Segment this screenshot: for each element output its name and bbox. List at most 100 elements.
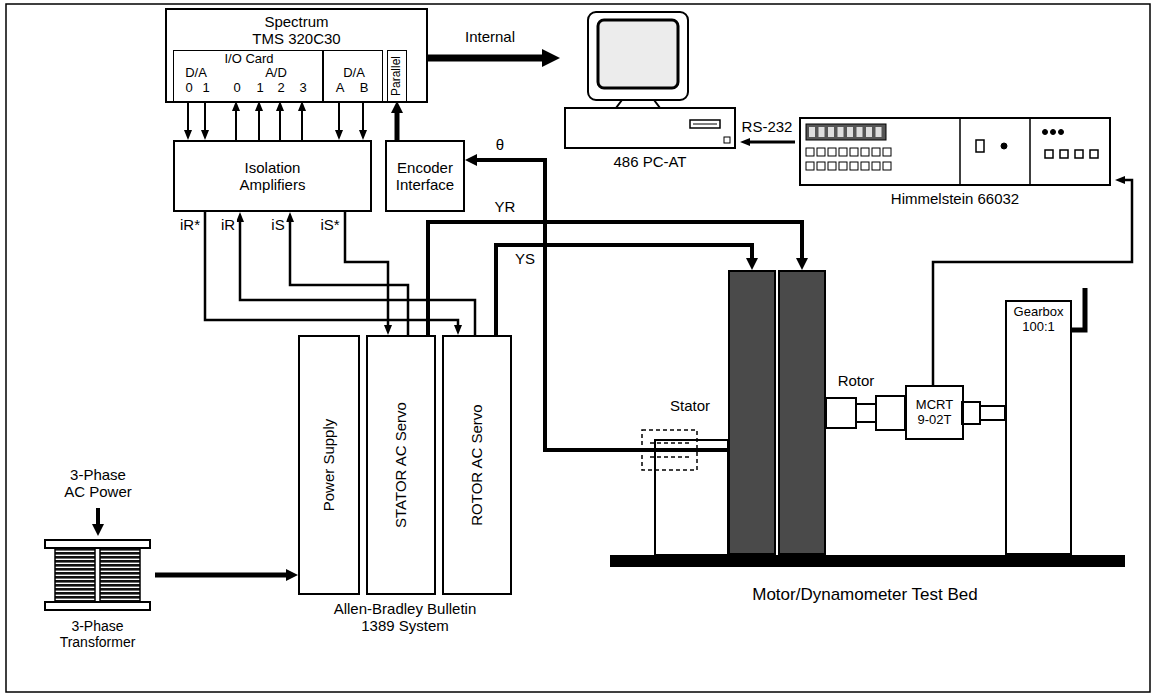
torque-meter-illustration (1001, 143, 1007, 149)
motor-test-bed (826, 398, 856, 428)
signal-line (496, 245, 752, 335)
io-card: I/O CardD/A01A/D0123 (173, 50, 323, 101)
box-label: Power Supply (320, 339, 337, 591)
motor-test-bed (650, 442, 690, 444)
signal-line (428, 55, 548, 62)
torque-meter-illustration (800, 118, 1110, 185)
power-source-label: 3-Phase AC Power (58, 466, 138, 501)
torque-meter-illustration (806, 148, 891, 170)
signal-line (362, 101, 364, 134)
torque-sensor: MCRT 9-02T (905, 385, 964, 440)
torque-meter-illustration (866, 127, 872, 137)
signal-line (345, 212, 388, 329)
torque-meter-illustration (872, 162, 880, 170)
signal-line (746, 141, 795, 144)
channel-number: B (360, 81, 369, 96)
parallel-port: Parallel (387, 50, 407, 101)
torque-meter-illustration (1029, 118, 1031, 185)
signal-label: iR* (178, 216, 202, 233)
signal-label: YS (513, 250, 537, 267)
torque-meter-illustration (883, 162, 891, 170)
torque-meter-illustration (861, 148, 869, 156)
channel-number: 0 (185, 81, 192, 96)
rotor-disc: Rotor (778, 270, 826, 555)
transformer-illustration (45, 602, 150, 610)
servo-drive: ROTOR AC Servo (442, 335, 512, 595)
torque-meter-illustration (839, 148, 847, 156)
signal-line (290, 218, 408, 335)
channel-number: A (336, 81, 345, 96)
box-label: 486 PC-AT (613, 153, 686, 170)
torque-meter-illustration (1045, 150, 1053, 158)
torque-meter-illustration (857, 127, 863, 137)
motor-test-bed (980, 406, 1005, 420)
computer-illustration (690, 120, 720, 128)
torque-meter-illustration (847, 127, 853, 137)
signal-line (204, 101, 206, 134)
box-label: Spectrum TMS 320C30 (249, 13, 344, 48)
dsp-board: Spectrum TMS 320C30I/O CardD/A01A/D0123D… (165, 8, 428, 103)
torque-meter-illustration (828, 127, 834, 137)
power-input-arrow (96, 508, 100, 528)
computer-illustration (565, 108, 735, 148)
box-label: Gearbox 100:1 (1010, 305, 1067, 335)
motor-test-bed (610, 555, 1125, 567)
torque-meter-illustration (1090, 150, 1098, 158)
page-frame (6, 4, 1150, 692)
computer-illustration (693, 124, 717, 125)
power-input-arrow (98, 508, 99, 528)
torque-meter-illustration (806, 148, 814, 156)
signal-line (301, 107, 303, 140)
signal-line (258, 107, 260, 140)
encoder-box: Encoder Interface (385, 140, 465, 212)
torque-meter-illustration (828, 162, 836, 170)
system-label: Allen-Bradley Bulletin 1389 System (318, 600, 492, 635)
torque-meter-illustration (861, 162, 869, 170)
torque-meter-illustration (1043, 130, 1048, 135)
signal-line (395, 109, 400, 140)
signal-line (155, 573, 290, 578)
channel-number: 1 (256, 81, 263, 96)
box-label: Stator (670, 397, 710, 414)
channel-number: 3 (299, 81, 306, 96)
torque-meter-illustration (839, 162, 847, 170)
box-label: D/A (343, 66, 365, 81)
torque-meter-illustration (1059, 130, 1064, 135)
channel-number: 0 (233, 81, 240, 96)
computer-illustration (724, 137, 730, 143)
signal-label: θ (494, 136, 506, 153)
box-label: STATOR AC Servo (392, 339, 409, 591)
torque-meter-illustration (876, 127, 882, 137)
computer-illustration (598, 20, 678, 88)
computer-illustration (616, 100, 660, 108)
transformer-illustration (55, 548, 95, 602)
signal-line (279, 107, 281, 140)
signal-line (205, 212, 458, 329)
signal-line (933, 180, 1132, 385)
torque-meter-illustration (838, 127, 844, 137)
box-label: I/O Card (224, 52, 273, 67)
motor-test-bed (650, 456, 690, 458)
signal-label: Internal (463, 28, 517, 45)
torque-meter-illustration (806, 124, 886, 140)
torque-meter-illustration (819, 127, 825, 137)
transformer-illustration (100, 548, 140, 602)
box-label: Encoder Interface (390, 159, 460, 194)
transformer-illustration (45, 540, 150, 610)
torque-meter-illustration (800, 118, 1110, 185)
torque-meter-illustration (1051, 130, 1056, 135)
signal-line (240, 218, 475, 335)
signal-label: iS (269, 216, 286, 233)
torque-meter-illustration (1075, 150, 1083, 158)
torque-meter-illustration (806, 162, 814, 170)
box-label: Isolation Amplifiers (218, 159, 328, 194)
stator-disc: Stator (728, 270, 776, 555)
torque-meter-illustration (872, 148, 880, 156)
amplifier-box: Isolation Amplifiers (173, 140, 372, 212)
motor-test-bed (962, 402, 980, 424)
power-supply: Power Supply (298, 335, 360, 595)
box-label: 3-Phase Transformer (44, 618, 151, 650)
torque-meter: Himmelstein 66032 (795, 112, 1115, 210)
signal-label: iR (219, 216, 237, 233)
motor-test-bed (1070, 288, 1085, 330)
